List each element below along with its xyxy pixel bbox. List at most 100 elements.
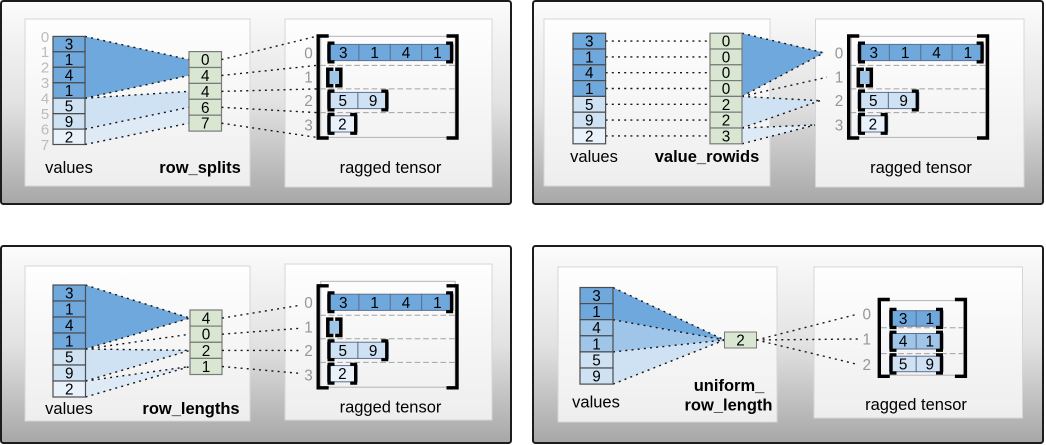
svg-text:3: 3 xyxy=(65,286,74,303)
svg-text:9: 9 xyxy=(899,93,908,110)
svg-text:5: 5 xyxy=(338,93,347,110)
svg-text:2: 2 xyxy=(304,93,313,110)
svg-text:5: 5 xyxy=(65,98,74,115)
svg-text:0: 0 xyxy=(304,295,313,312)
svg-text:1: 1 xyxy=(926,334,935,351)
svg-text:2: 2 xyxy=(338,116,347,133)
svg-text:7: 7 xyxy=(201,116,210,133)
svg-text:1: 1 xyxy=(370,45,379,62)
svg-text:1: 1 xyxy=(304,320,313,337)
svg-text:3: 3 xyxy=(869,45,878,62)
svg-text:ragged tensor: ragged tensor xyxy=(340,159,442,177)
svg-text:1: 1 xyxy=(304,70,313,87)
svg-text:1: 1 xyxy=(65,83,74,100)
svg-text:6: 6 xyxy=(201,100,210,117)
svg-text:4: 4 xyxy=(402,45,411,62)
svg-text:values: values xyxy=(570,148,618,166)
svg-text:1: 1 xyxy=(585,49,594,66)
svg-text:3: 3 xyxy=(41,75,49,92)
svg-text:1: 1 xyxy=(202,359,211,376)
svg-text:5: 5 xyxy=(899,356,908,373)
svg-text:value_rowids: value_rowids xyxy=(655,148,760,166)
svg-text:0: 0 xyxy=(722,34,731,51)
svg-text:1: 1 xyxy=(585,81,594,98)
svg-text:0: 0 xyxy=(722,49,731,66)
svg-text:9: 9 xyxy=(369,93,378,110)
svg-text:5: 5 xyxy=(338,343,347,360)
svg-text:0: 0 xyxy=(722,81,731,98)
svg-text:4: 4 xyxy=(899,334,908,351)
svg-text:5: 5 xyxy=(65,350,74,367)
svg-text:uniform_: uniform_ xyxy=(694,377,765,395)
svg-text:3: 3 xyxy=(592,288,601,305)
svg-text:5: 5 xyxy=(592,352,601,369)
svg-text:row_lengths: row_lengths xyxy=(142,400,239,418)
svg-text:3: 3 xyxy=(835,118,844,135)
svg-text:6: 6 xyxy=(41,122,49,139)
svg-text:7: 7 xyxy=(41,137,49,154)
svg-text:row_length: row_length xyxy=(684,397,772,415)
svg-text:0: 0 xyxy=(201,52,210,69)
svg-text:2: 2 xyxy=(65,129,74,146)
svg-text:2: 2 xyxy=(869,116,878,133)
svg-text:4: 4 xyxy=(592,320,601,337)
svg-text:1: 1 xyxy=(370,295,379,312)
svg-text:2: 2 xyxy=(338,366,347,383)
svg-text:1: 1 xyxy=(433,45,442,62)
svg-text:1: 1 xyxy=(964,45,973,62)
svg-text:4: 4 xyxy=(201,68,210,85)
svg-text:0: 0 xyxy=(202,327,211,344)
svg-text:1: 1 xyxy=(862,332,871,349)
svg-text:1: 1 xyxy=(592,336,601,353)
svg-text:2: 2 xyxy=(585,128,594,145)
svg-text:9: 9 xyxy=(369,343,378,360)
svg-text:2: 2 xyxy=(41,60,49,77)
svg-text:1: 1 xyxy=(835,70,844,87)
svg-text:5: 5 xyxy=(585,97,594,114)
svg-text:5: 5 xyxy=(869,93,878,110)
svg-text:4: 4 xyxy=(202,311,211,328)
svg-text:9: 9 xyxy=(926,356,935,373)
svg-text:0: 0 xyxy=(835,45,844,62)
svg-text:1: 1 xyxy=(433,295,442,312)
svg-text:0: 0 xyxy=(722,65,731,82)
svg-text:9: 9 xyxy=(65,114,74,131)
svg-text:2: 2 xyxy=(862,357,871,374)
svg-text:1: 1 xyxy=(65,302,74,319)
svg-text:4: 4 xyxy=(402,295,411,312)
svg-text:2: 2 xyxy=(202,343,211,360)
svg-text:4: 4 xyxy=(932,45,941,62)
svg-text:0: 0 xyxy=(862,307,871,324)
svg-text:1: 1 xyxy=(41,44,49,61)
svg-text:3: 3 xyxy=(585,34,594,51)
svg-text:3: 3 xyxy=(899,311,908,328)
svg-text:3: 3 xyxy=(304,367,313,384)
svg-text:3: 3 xyxy=(304,118,313,135)
svg-text:1: 1 xyxy=(592,304,601,321)
svg-text:1: 1 xyxy=(65,52,74,69)
svg-text:values: values xyxy=(572,394,620,412)
svg-text:5: 5 xyxy=(41,106,49,123)
svg-text:4: 4 xyxy=(41,91,49,108)
svg-text:9: 9 xyxy=(592,369,601,386)
svg-text:3: 3 xyxy=(65,37,74,54)
svg-text:4: 4 xyxy=(585,65,594,82)
svg-text:ragged tensor: ragged tensor xyxy=(865,396,967,414)
svg-text:3: 3 xyxy=(722,128,731,145)
svg-text:3: 3 xyxy=(339,45,348,62)
svg-text:4: 4 xyxy=(65,68,74,85)
svg-text:3: 3 xyxy=(339,295,348,312)
svg-text:9: 9 xyxy=(585,113,594,130)
svg-text:4: 4 xyxy=(201,84,210,101)
svg-text:2: 2 xyxy=(65,382,74,399)
svg-text:2: 2 xyxy=(835,93,844,110)
svg-text:1: 1 xyxy=(901,45,910,62)
svg-text:9: 9 xyxy=(65,366,74,383)
svg-text:values: values xyxy=(45,400,93,418)
svg-text:ragged tensor: ragged tensor xyxy=(340,399,442,417)
svg-text:2: 2 xyxy=(736,333,745,350)
svg-text:values: values xyxy=(45,159,93,177)
svg-text:2: 2 xyxy=(722,97,731,114)
svg-text:0: 0 xyxy=(41,29,49,46)
svg-text:2: 2 xyxy=(304,343,313,360)
